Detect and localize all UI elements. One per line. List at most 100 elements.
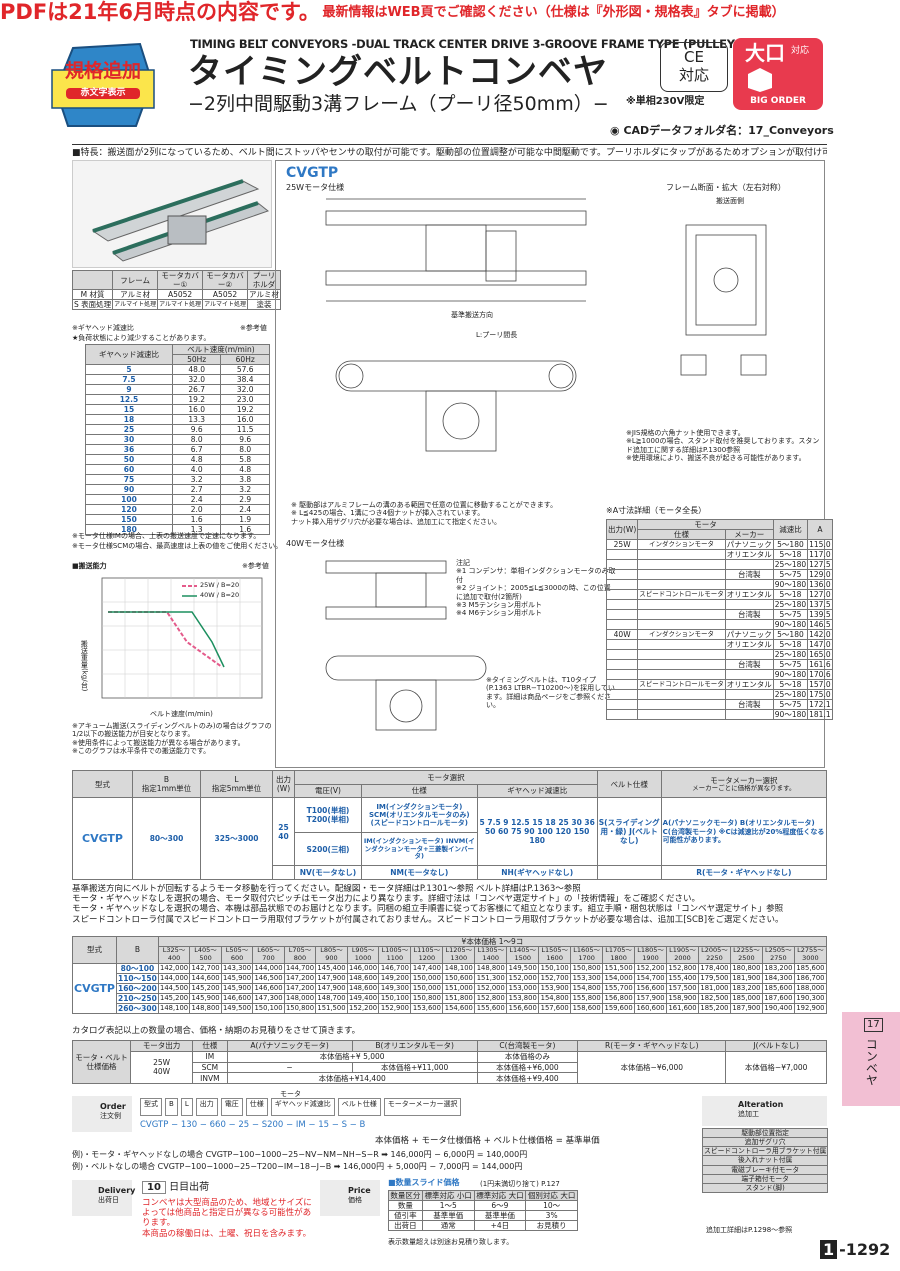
price-lcol: L1905〜2000 [666, 946, 699, 964]
price-b: 260〜300 [116, 1002, 159, 1014]
price-cell: 187,900 [729, 1002, 763, 1014]
vol-r1c0: 数量 [388, 1200, 423, 1211]
order-field-5: 仕様 [245, 1098, 268, 1116]
adim-cell [605, 579, 639, 590]
adim-cell [637, 669, 726, 680]
alteration-item: 追加ザグリ穴 [701, 1137, 829, 1148]
adim-cell: オリエンタル [724, 639, 774, 650]
speed-cell: 2.7 [171, 484, 222, 495]
speed-cell: 11.5 [220, 424, 270, 435]
adim-cell: 25〜180 [772, 649, 809, 660]
price-cell: 153,900 [538, 982, 572, 994]
price-cell: 148,600 [346, 982, 380, 994]
mat-r1c0: S 表面処理 [71, 299, 114, 310]
mp-out2: 40W [153, 1067, 171, 1077]
adim-cell: 5〜180 [772, 629, 809, 640]
price-lcol: L1605〜1700 [570, 946, 604, 964]
adim-cell: 40W [605, 629, 639, 640]
price-cell: 185,600 [761, 982, 795, 994]
adim-cell: パナソニック [724, 629, 774, 640]
adim-cell [637, 599, 726, 610]
adim-cell: 170.6 [807, 669, 833, 680]
adim-cell: 117.0 [807, 549, 833, 560]
speed-cell: 2.0 [171, 504, 222, 515]
price-cell: 146,000 [346, 962, 380, 974]
tab-label: コンベヤ [864, 1038, 879, 1086]
alteration-label-box: Alteration 追加工 [702, 1096, 827, 1126]
capacity-title: ■搬送能力 [72, 562, 107, 570]
adim-cell [637, 619, 726, 630]
speed-cell: 19.2 [220, 404, 270, 415]
spec-added-badge: 規格追加 赤文字表示 [48, 40, 158, 130]
price-cell: 148,100 [442, 962, 476, 974]
badge-line1: 規格追加 [64, 60, 141, 82]
adim-cell: オリエンタル [724, 679, 774, 690]
capacity-ylabel: 搬送重量(kg/台) [80, 640, 89, 692]
mp-a3: 本体価格+¥14,400 [226, 1072, 478, 1084]
price-cell: 157,900 [634, 992, 668, 1004]
vol-r1c1: 1〜5 [421, 1200, 475, 1211]
adim-cell [724, 619, 774, 630]
mat-r0c3: A5052 [202, 289, 249, 300]
order-field-4: 電圧 [220, 1098, 243, 1116]
adim-cell [605, 569, 639, 580]
order-field-1: B [165, 1098, 178, 1116]
product-photo [72, 160, 272, 268]
side-view-drawing [335, 360, 577, 452]
price-cell: 146,500 [252, 972, 285, 984]
price-lcol: L505〜600 [220, 946, 254, 964]
price-lcol: L2005〜2250 [697, 946, 731, 964]
adim-cell: 台湾製 [724, 569, 774, 580]
spec-h-sel: モータ選択 [294, 770, 598, 785]
spec-h-l-label: L [234, 775, 239, 785]
adim-cell [605, 559, 639, 570]
price-lcol: L1105〜1200 [410, 946, 444, 964]
price-cell: 153,000 [506, 982, 540, 994]
page-box: 1 [820, 1240, 838, 1260]
order-ex2: 例)・ベルトなしの場合 CVGTP−100−1000−25−T200−IM−18… [72, 1162, 523, 1171]
price-cell: 149,200 [378, 972, 412, 984]
speed-cell: 60 [85, 464, 173, 475]
alteration-item-label: 後入れナット付属 [701, 1155, 829, 1166]
speed-foot1: ※モータ仕様IMの場合、上表の搬送速度で定速になります。 [72, 532, 261, 540]
delivery-label2: 出荷日 [98, 1195, 119, 1204]
price-cell: 188,000 [793, 982, 828, 994]
adim-cell: 136.0 [807, 579, 833, 590]
section-tab[interactable]: 17 コンベヤ [842, 1012, 900, 1106]
order-field-2: L [180, 1098, 193, 1116]
price-cell: 144,600 [189, 972, 222, 984]
mat-r1c1: アルマイト処理 [112, 299, 159, 310]
speed-h50: 50Hz [171, 354, 222, 365]
adim-cell [637, 559, 726, 570]
speed-cell: 50 [85, 454, 173, 465]
speed-cell: 150 [85, 514, 173, 525]
alteration-item-label: 端子箱付モータ [701, 1173, 829, 1184]
price-cell: 154,800 [538, 992, 572, 1004]
adim-cell: 161.6 [807, 659, 833, 670]
speed-cell: 57.6 [220, 364, 270, 375]
adim-cell: インダクションモータ [637, 539, 726, 550]
price-cell: 143,300 [220, 962, 254, 974]
price-cell: 145,200 [157, 992, 191, 1004]
note40-2: ※2 ジョイント：2005≦L≦3000の時、この位置に追加で取付(2箇所) [456, 584, 611, 601]
adim-cell: 181.1 [807, 709, 833, 720]
adim-cell: 25〜180 [772, 559, 809, 570]
spec-out: 25 40 [272, 797, 295, 867]
price-cell: 149,500 [220, 1002, 254, 1014]
adim-cell [605, 619, 639, 630]
mp-out1: 25W [153, 1058, 171, 1068]
speed-cell: 7.5 [85, 374, 173, 385]
adim-cell [637, 659, 726, 670]
speed-cell: 4.8 [171, 454, 222, 465]
spec-h-out: 出力(W) [272, 769, 295, 799]
speed-cell: 4.8 [220, 464, 270, 475]
